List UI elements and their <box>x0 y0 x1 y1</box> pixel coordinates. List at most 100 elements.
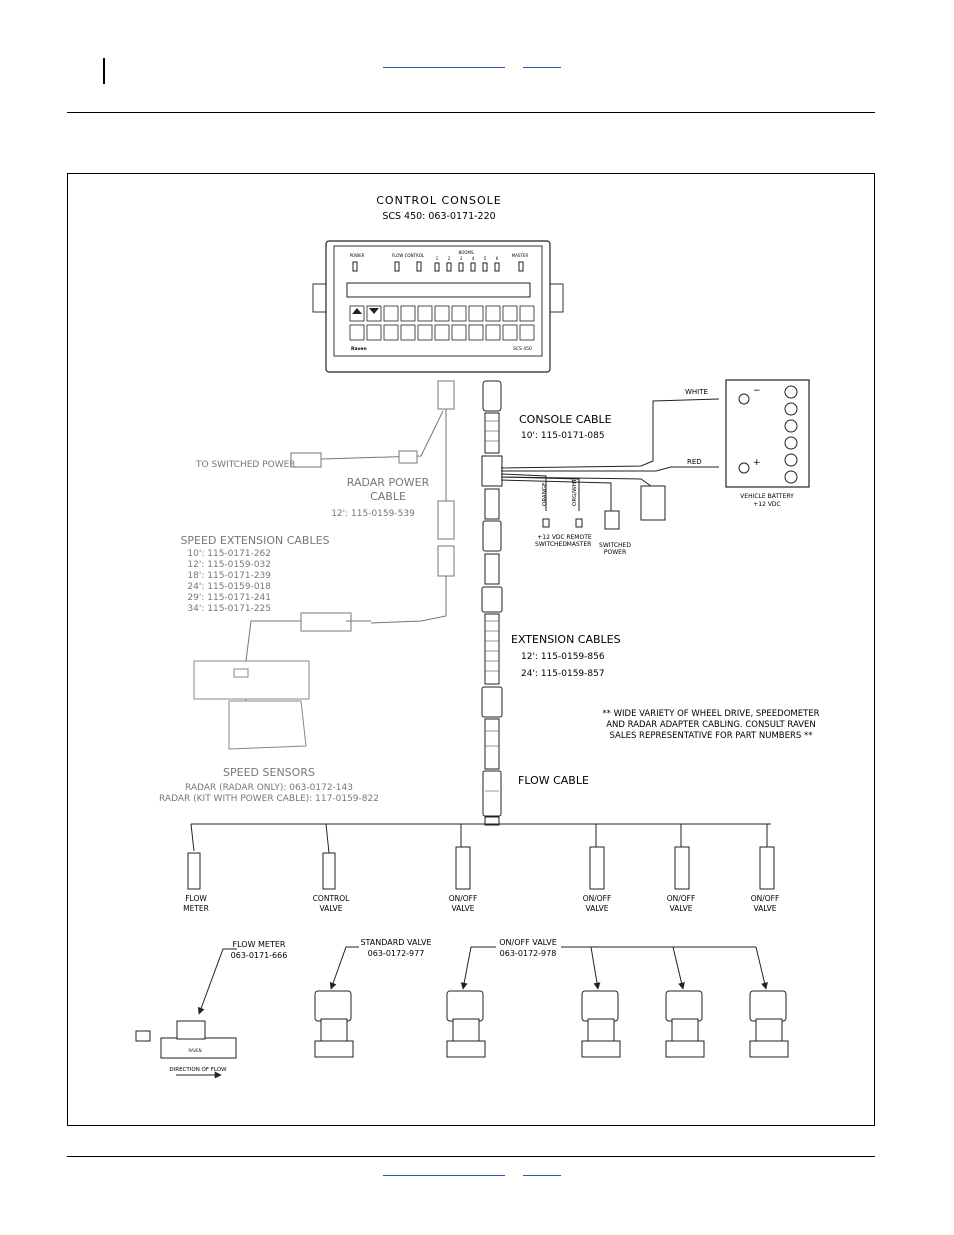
svg-text:12': 115-0159-539: 12': 115-0159-539 <box>331 509 415 519</box>
flow-control-switch[interactable] <box>394 261 400 272</box>
branch-connectors <box>187 846 775 890</box>
console-cable-wires <box>500 398 720 511</box>
onoff-valve-4 <box>749 990 789 1058</box>
speed-extension-label: SPEED EXTENSION CABLES 10': 115-0171-262… <box>180 534 329 614</box>
header-link-2[interactable] <box>523 67 561 68</box>
footer-link-1[interactable] <box>383 1175 505 1176</box>
onoff-valve-2 <box>581 990 621 1058</box>
svg-text:24': 115-0159-857: 24': 115-0159-857 <box>521 669 605 679</box>
svg-text:RED: RED <box>687 458 702 466</box>
svg-text:34': 115-0171-225: 34': 115-0171-225 <box>187 604 271 614</box>
svg-text:ON/OFF: ON/OFF <box>583 894 612 903</box>
svg-text:** WIDE VARIETY OF WHEEL DRIVE: ** WIDE VARIETY OF WHEEL DRIVE, SPEEDOME… <box>602 709 819 719</box>
svg-text:METER: METER <box>183 904 209 913</box>
svg-text:MASTER: MASTER <box>512 253 529 258</box>
radar-power-title: RADAR POWER <box>347 476 430 489</box>
flow-cable-bus <box>190 823 771 854</box>
switched-power-connector <box>604 510 620 530</box>
svg-text:−: − <box>753 386 761 396</box>
callout-leaders <box>197 946 768 1015</box>
boom-number: 2 <box>448 256 451 261</box>
console-title: CONTROL CONSOLE <box>376 194 502 207</box>
svg-text:RADAR (KIT WITH POWER CABLE):: RADAR (KIT WITH POWER CABLE): 117-0159-8… <box>159 794 379 804</box>
control-console: CONTROL CONSOLE SCS 450: 063-0171-220 PO… <box>312 194 564 373</box>
boom-number: 4 <box>472 256 475 261</box>
svg-text:FLOW METER: FLOW METER <box>233 940 286 949</box>
header-rule <box>67 112 875 113</box>
power-switch[interactable] <box>352 261 358 272</box>
footer-rule <box>67 1156 875 1157</box>
master-switch[interactable] <box>518 261 524 272</box>
footer-link-2[interactable] <box>523 1175 561 1176</box>
boom-number: 5 <box>484 256 487 261</box>
svg-text:29': 115-0171-241: 29': 115-0171-241 <box>187 593 271 603</box>
diagram-frame: CONTROL CONSOLE SCS 450: 063-0171-220 PO… <box>67 173 875 1126</box>
svg-text:+12 VDC: +12 VDC <box>753 501 780 508</box>
svg-text:REMOTE: REMOTE <box>566 534 592 541</box>
svg-text:+: + <box>753 458 761 468</box>
boom-number: 6 <box>496 256 499 261</box>
cabling-note: ** WIDE VARIETY OF WHEEL DRIVE, SPEEDOME… <box>602 709 819 741</box>
console-display <box>346 282 531 298</box>
flow-meter: RAVEN <box>135 1020 237 1059</box>
svg-text:VALVE: VALVE <box>585 904 608 913</box>
extension-cables-title: EXTENSION CABLES <box>511 633 621 646</box>
inc-dec-switch[interactable] <box>416 261 422 272</box>
boom-number: 1 <box>436 256 439 261</box>
battery-label: VEHICLE BATTERY <box>740 493 794 500</box>
svg-text:ON/OFF: ON/OFF <box>667 894 696 903</box>
header-margin-bar <box>103 58 105 84</box>
svg-text:ON/OFF VALVE: ON/OFF VALVE <box>499 938 557 947</box>
svg-text:24': 115-0159-018: 24': 115-0159-018 <box>187 582 271 592</box>
svg-text:MASTER: MASTER <box>567 541 592 548</box>
svg-text:ORG/WHT: ORG/WHT <box>572 478 578 506</box>
vehicle-battery: − + VEHICLE BATTERY +12 VDC <box>725 379 810 508</box>
to-switched-power: TO SWITCHED POWER <box>195 460 296 470</box>
direction-of-flow: DIRECTION OF FLOW <box>169 1067 227 1073</box>
svg-text:STANDARD VALVE: STANDARD VALVE <box>360 938 431 947</box>
svg-text:SPEED EXTENSION CABLES: SPEED EXTENSION CABLES <box>180 534 329 547</box>
svg-text:POWER: POWER <box>604 549 626 556</box>
console-part: SCS 450: 063-0171-220 <box>382 211 495 222</box>
svg-text:VALVE: VALVE <box>669 904 692 913</box>
svg-text:063-0172-978: 063-0172-978 <box>500 949 557 958</box>
boom-number: 3 <box>460 256 463 261</box>
radar-power-cable <box>245 380 455 736</box>
onoff-valve-1 <box>446 990 486 1058</box>
svg-text:FLOW CONTROL: FLOW CONTROL <box>392 253 425 258</box>
onoff-valve-3 <box>665 990 705 1058</box>
svg-text:12': 115-0159-032: 12': 115-0159-032 <box>187 560 271 570</box>
svg-text:10': 115-0171-262: 10': 115-0171-262 <box>187 549 271 559</box>
main-trunk-cable <box>481 380 503 826</box>
svg-text:Raven: Raven <box>351 346 367 352</box>
svg-text:CABLE: CABLE <box>370 490 406 503</box>
svg-text:SWITCHED: SWITCHED <box>535 541 567 548</box>
svg-text:POWER: POWER <box>350 253 365 258</box>
speed-sensors-title: SPEED SENSORS <box>223 766 315 779</box>
svg-text:18': 115-0171-239: 18': 115-0171-239 <box>187 571 271 581</box>
svg-text:ON/OFF: ON/OFF <box>751 894 780 903</box>
svg-text:+12 VDC: +12 VDC <box>537 534 564 541</box>
console-cable-part: 10': 115-0171-085 <box>521 431 605 441</box>
svg-text:BOOMS: BOOMS <box>459 250 474 255</box>
svg-text:SWITCHED: SWITCHED <box>599 542 631 549</box>
svg-text:CONTROL: CONTROL <box>313 894 350 903</box>
console-cable-title: CONSOLE CABLE <box>519 413 612 426</box>
header-link-1[interactable] <box>383 67 505 68</box>
svg-text:FLOW: FLOW <box>185 894 207 903</box>
svg-text:WHITE: WHITE <box>685 388 708 396</box>
svg-text:VALVE: VALVE <box>319 904 342 913</box>
system-diagram: CONTROL CONSOLE SCS 450: 063-0171-220 PO… <box>135 194 820 1079</box>
svg-text:SALES REPRESENTATIVE FOR PART: SALES REPRESENTATIVE FOR PART NUMBERS ** <box>609 731 812 741</box>
svg-text:063-0171-666: 063-0171-666 <box>231 951 288 960</box>
flow-cable-title: FLOW CABLE <box>518 774 589 787</box>
component-callouts: FLOW METER 063-0171-666 STANDARD VALVE 0… <box>231 938 557 960</box>
radar-sensor <box>193 660 310 750</box>
svg-text:RADAR (RADAR ONLY): 063-0172-1: RADAR (RADAR ONLY): 063-0172-143 <box>185 783 353 793</box>
svg-text:063-0172-977: 063-0172-977 <box>368 949 425 958</box>
svg-text:ON/OFF: ON/OFF <box>449 894 478 903</box>
svg-text:AND RADAR ADAPTER CABLING. CO: AND RADAR ADAPTER CABLING. CONSULT RAVEN <box>606 720 816 730</box>
svg-text:ORANGE: ORANGE <box>542 482 548 506</box>
standard-valve <box>314 990 354 1058</box>
